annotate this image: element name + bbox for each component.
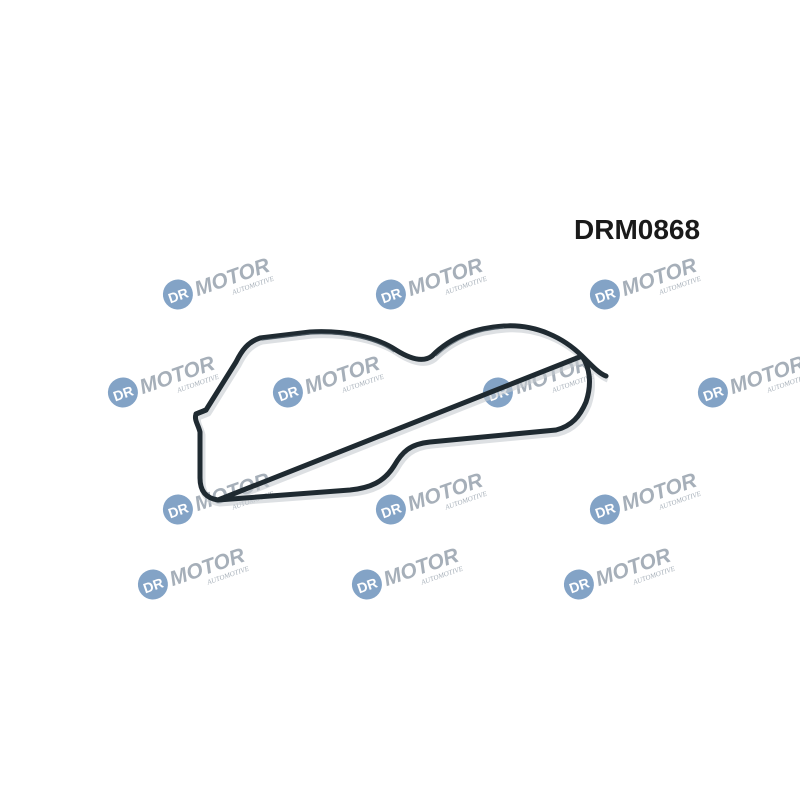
watermark-badge-text: DR — [593, 500, 617, 522]
part-number-label: DRM0868 — [574, 214, 701, 245]
watermark-badge — [697, 377, 728, 408]
watermark-badge — [375, 279, 406, 310]
watermark-badge-text: DR — [379, 500, 403, 522]
watermark-badge — [162, 494, 193, 525]
watermark-badge — [162, 279, 193, 310]
watermark-badge-text: DR — [111, 383, 135, 405]
watermark-badge — [137, 569, 168, 600]
watermark-badge — [272, 377, 303, 408]
watermark-brand-word: MOTOR — [727, 352, 800, 399]
watermark-badge-text: DR — [141, 575, 165, 597]
watermark-badge-text: DR — [166, 500, 190, 522]
watermark-badge-text: DR — [379, 285, 403, 307]
watermark-badge-text: DR — [355, 575, 379, 597]
watermark-badge — [563, 569, 594, 600]
watermark-badge — [107, 377, 138, 408]
watermark-badge — [351, 569, 382, 600]
watermark-badge — [375, 494, 406, 525]
gasket — [193, 323, 610, 507]
watermark-badge-text: DR — [166, 285, 190, 307]
watermark-badge-text: DR — [701, 383, 725, 405]
watermark-badge — [589, 279, 620, 310]
watermark-badge-text: DR — [567, 575, 591, 597]
watermark-badge-text: DR — [593, 285, 617, 307]
watermark-badge-text: DR — [276, 383, 300, 405]
watermark-badge — [589, 494, 620, 525]
